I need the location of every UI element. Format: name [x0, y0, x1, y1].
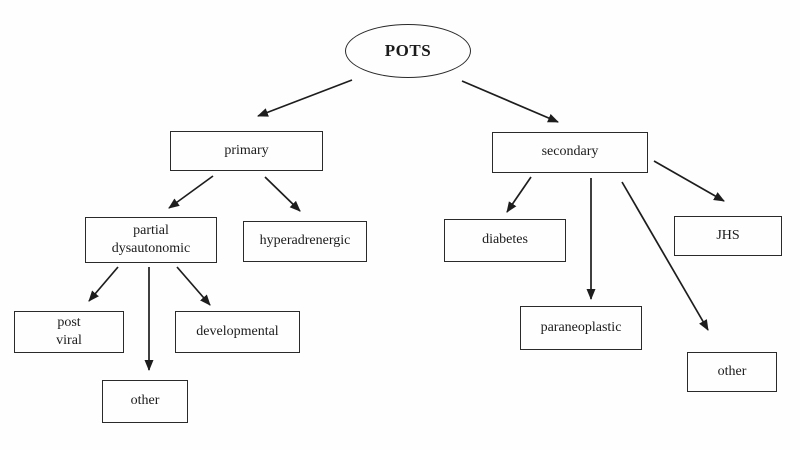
- edge-partial-developmental: [176, 266, 211, 306]
- edge-secondary-other: [621, 181, 709, 331]
- node-primary: primary: [170, 131, 323, 171]
- edge-secondary-diabetes: [506, 176, 532, 213]
- edge-partial-post-viral: [88, 266, 119, 302]
- node-diabetes: diabetes: [444, 219, 566, 262]
- node-post-viral: post viral: [14, 311, 124, 353]
- node-developmental: developmental: [175, 311, 300, 353]
- node-pots: POTS: [345, 24, 471, 78]
- node-secondary: secondary: [492, 132, 648, 173]
- edge-pots-secondary: [461, 80, 559, 123]
- node-hyperadrenergic: hyperadrenergic: [243, 221, 367, 262]
- node-other-secondary: other: [687, 352, 777, 392]
- edge-primary-partial: [168, 175, 214, 209]
- node-other-primary: other: [102, 380, 188, 423]
- edge-primary-hyperadrenergic: [264, 176, 301, 212]
- node-partial-dysautonomic: partial dysautonomic: [85, 217, 217, 263]
- node-jhs: JHS: [674, 216, 782, 256]
- node-paraneoplastic: paraneoplastic: [520, 306, 642, 350]
- edge-secondary-jhs: [653, 160, 725, 202]
- edge-pots-primary: [257, 79, 353, 117]
